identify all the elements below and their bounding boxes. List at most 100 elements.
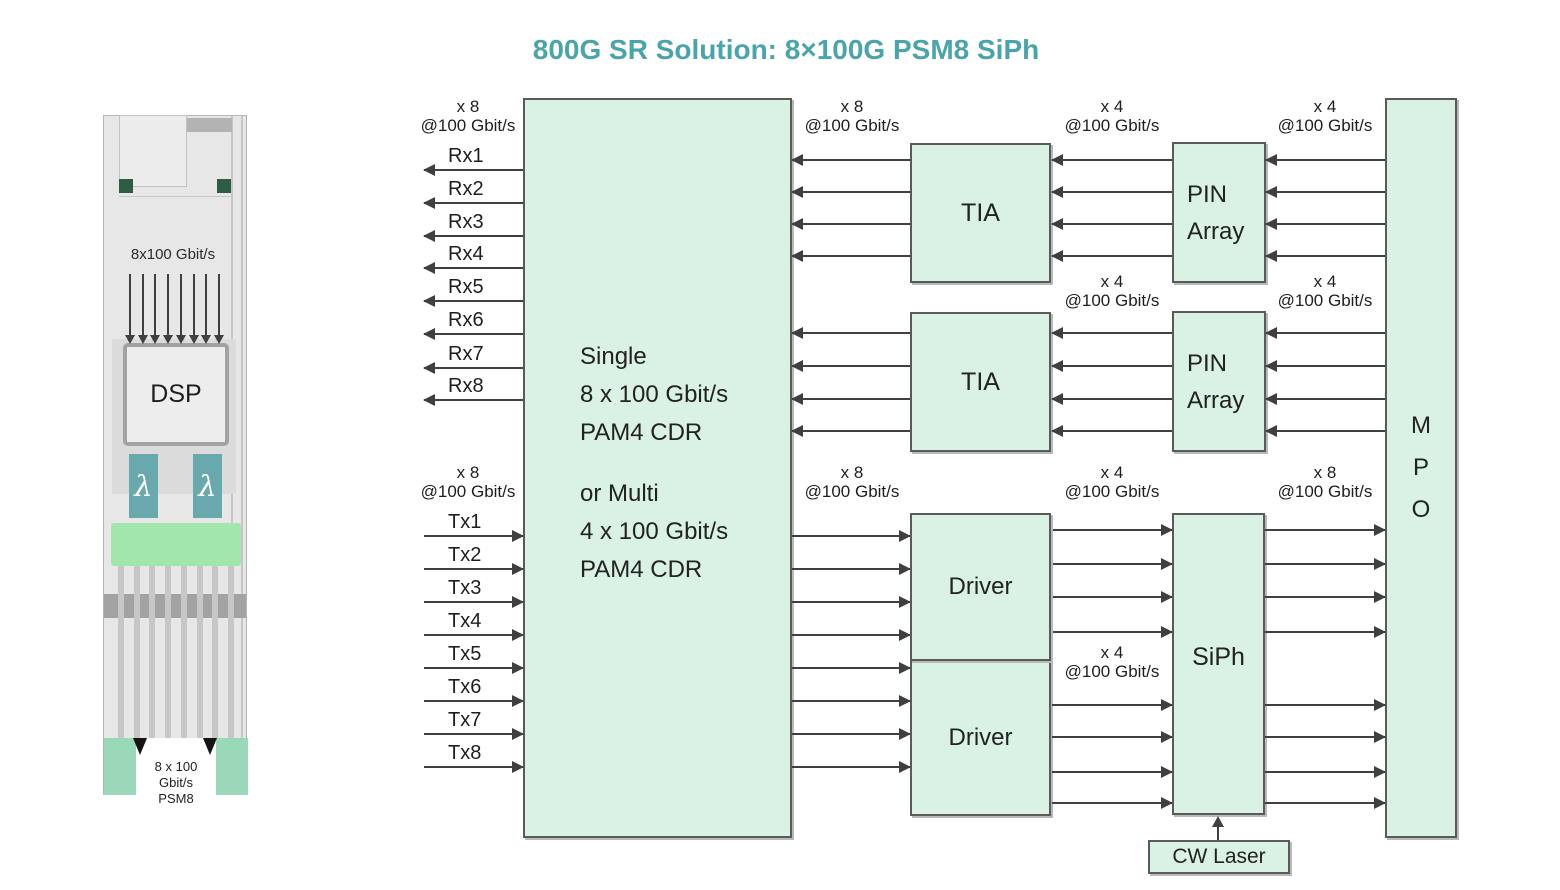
signal-line [424,333,523,335]
signal-line [1052,704,1172,706]
rx-port-label: Rx4 [448,243,484,265]
rate-label-tx-siph-mpo: x 8 @100 Gbit/s [1278,463,1373,501]
signal-line [1265,736,1385,738]
arrowhead-icon [1161,731,1173,743]
signal-line [792,430,910,432]
rx-port-label: Rx7 [448,343,484,365]
signal-line [792,191,910,193]
tx-port-label: Tx5 [448,643,482,665]
fiber-stripe [165,566,172,738]
tx-port-label: Tx7 [448,709,482,731]
rate-value: @100 Gbit/s [1064,662,1160,681]
arrowhead-icon [1051,250,1063,262]
rate-count: x 8 [1313,463,1337,482]
signal-line [1052,223,1172,225]
arrowhead-icon [1374,797,1386,809]
cdr-line: or Multi [580,480,659,507]
arrowhead-icon [899,629,911,641]
arrowhead-icon [1374,766,1386,778]
arrowhead-icon [512,596,524,608]
block-mpo: M P O [1385,98,1457,838]
fiber-stripe [227,566,234,738]
arrowhead-icon [423,164,435,176]
rate-count: x 4 [1313,97,1337,116]
arrowhead-icon [1212,816,1224,827]
signal-line [424,300,523,302]
signal-line [1052,736,1172,738]
cdr-text: Single 8 x 100 Gbit/s PAM4 CDR or Multi … [580,338,728,589]
arrowhead-icon [899,530,911,542]
rate-label-rx-host: x 8 @100 Gbit/s [421,97,516,135]
rate-count: x 8 [840,463,864,482]
arrowhead-icon [791,218,803,230]
fiber-stripe [196,566,203,738]
signal-line [424,667,523,669]
fiber-stripe [149,566,156,738]
signal-line [424,399,523,401]
rate-value: @100 Gbit/s [804,116,900,135]
arrowhead-icon [512,761,524,773]
signal-line [1052,398,1172,400]
arrowhead-icon [512,629,524,641]
signal-line [792,634,910,636]
arrowhead-icon [150,335,161,344]
signal-line [1052,563,1172,565]
signal-line [1217,825,1219,840]
signal-line [1265,802,1385,804]
signal-line [1052,159,1172,161]
signal-line [792,766,910,768]
block-driver-1: Driver [910,513,1051,661]
arrowhead-icon [1374,591,1386,603]
signal-line [792,733,910,735]
tx-port-label: Tx2 [448,544,482,566]
signal-line [129,274,131,337]
arrowhead-icon [188,335,199,344]
connector-label-line2: PSM8 [158,791,194,806]
arrowhead-icon [1374,558,1386,570]
rate-count: x 4 [1313,272,1337,291]
rate-label-tx-host: x 8 @100 Gbit/s [421,463,516,501]
signal-line [792,667,910,669]
signal-line [1265,596,1385,598]
arrowhead-icon [512,530,524,542]
arrowhead-icon [423,230,435,242]
signal-line [424,733,523,735]
arrowhead-icon [791,154,803,166]
rate-label-tx-driver-siph-mid: x 4 @100 Gbit/s [1065,643,1160,681]
signal-line [1052,255,1172,257]
rate-label-rx-pin-mpo-mid: x 4 @100 Gbit/s [1278,272,1373,310]
module-tab [119,115,187,187]
mpo-letter: M [1411,412,1431,439]
signal-line [792,398,910,400]
rate-count: x 8 [840,97,864,116]
page-title: 800G SR Solution: 8×100G PSM8 SiPh [532,34,1040,65]
arrowhead-icon [423,394,435,406]
connector-label-line1: 8 x 100 Gbit/s [154,759,198,790]
arrowhead-icon [1051,218,1063,230]
signal-line [1265,771,1385,773]
arrowhead-icon [512,695,524,707]
signal-line [424,634,523,636]
signal-line [1266,255,1385,257]
arrowhead-icon [1265,218,1277,230]
rate-label-tx-driver-siph-top: x 4 @100 Gbit/s [1065,463,1160,501]
signal-line [167,274,170,337]
arrowhead-icon [512,662,524,674]
arrowhead-icon [899,728,911,740]
arrowhead-icon [423,262,435,274]
signal-line [1265,529,1385,531]
signal-line [424,235,523,237]
signal-line [1052,191,1172,193]
signal-line [424,766,523,768]
tx-port-label: Tx3 [448,577,482,599]
signal-line [205,274,208,337]
transceiver-module: 8x100 Gbit/s DSP λ λ 8 x 100 Gbit/s PSM8 [103,115,248,806]
rate-value: @100 Gbit/s [804,482,900,501]
arrowhead-icon [163,335,174,344]
fiber-stripe [118,566,124,738]
pin-array-label: PIN Array [1187,345,1244,419]
rx-port-label: Rx1 [448,145,484,167]
pin-label-line2: Array [1187,217,1245,245]
rate-value: @100 Gbit/s [1064,116,1160,135]
signal-line [1052,430,1172,432]
